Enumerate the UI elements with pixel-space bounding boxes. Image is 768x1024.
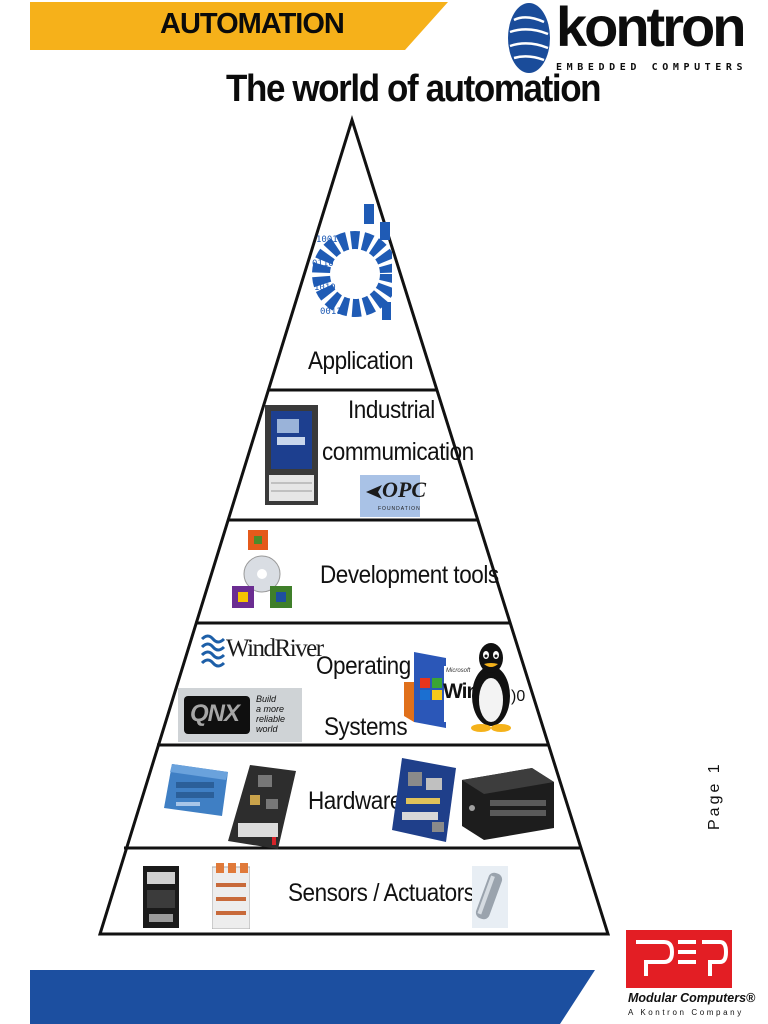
- cylinder-sensor-icon: [472, 866, 508, 928]
- layer-application-label: Application: [308, 347, 413, 376]
- windows-box-icon: [404, 652, 446, 728]
- opc-logo-text: OPC: [382, 477, 426, 503]
- qnx-tagline: Build a more reliable world: [256, 694, 285, 734]
- layer-hardware-label: Hardware: [308, 787, 402, 816]
- windows-suffix-text: )0: [511, 688, 525, 706]
- binary-gear-icon: 1001 0110 1010 0011: [310, 202, 392, 342]
- opc-swirl-icon: [364, 483, 384, 501]
- embedded-board-icon: [392, 758, 456, 842]
- industrial-pc-icon: [265, 405, 320, 505]
- dev-tools-cubes-icon: [232, 528, 294, 616]
- svg-text:1010: 1010: [314, 283, 336, 293]
- pep-logo-icon: [626, 930, 732, 988]
- windriver-logo-text: WindRiver: [226, 635, 323, 663]
- rack-server-icon: [462, 768, 554, 840]
- linux-penguin-icon: [470, 640, 512, 732]
- qnx-badge: QNX: [184, 696, 250, 734]
- layer-operating-line2: Systems: [324, 713, 407, 742]
- footer-company-sub: A Kontron Company: [628, 1008, 744, 1017]
- svg-text:0110: 0110: [312, 259, 334, 269]
- sensor-module-icon: [143, 866, 179, 928]
- windriver-logo: WindRiver: [198, 629, 310, 675]
- opc-foundation-logo: OPC FOUNDATION: [360, 475, 420, 517]
- windows-small-text: Microsoft: [446, 668, 470, 674]
- terminal-block-icon: [212, 863, 250, 929]
- circuit-board-icon: [228, 765, 296, 849]
- windriver-waves-icon: [200, 633, 226, 673]
- qnx-tagline-3: reliable: [256, 714, 285, 724]
- svg-text:0011: 0011: [320, 307, 342, 317]
- layer-development-tools-label: Development tools: [320, 561, 499, 590]
- opc-logo-subtext: FOUNDATION: [378, 506, 421, 512]
- page-number: Page 1: [706, 750, 732, 830]
- layer-industrial-line1: Industrial: [348, 396, 435, 425]
- footer-company-name: Modular Computers®: [628, 991, 755, 1005]
- windows-box-logo: Microsoft Winc: [404, 652, 472, 728]
- hardware-module-icon: [164, 764, 228, 816]
- qnx-tagline-4: world: [256, 724, 285, 734]
- footer-bar: [30, 970, 595, 1024]
- layer-industrial-line2: commumication: [322, 438, 474, 467]
- qnx-tagline-2: a more: [256, 704, 285, 714]
- qnx-logo: QNX Build a more reliable world: [178, 688, 302, 742]
- qnx-logo-text: QNX: [190, 700, 239, 728]
- layer-sensors-label: Sensors / Actuators: [288, 879, 475, 908]
- qnx-tagline-1: Build: [256, 694, 285, 704]
- svg-text:1001: 1001: [316, 235, 338, 245]
- layer-operating-line1: Operating: [316, 652, 411, 681]
